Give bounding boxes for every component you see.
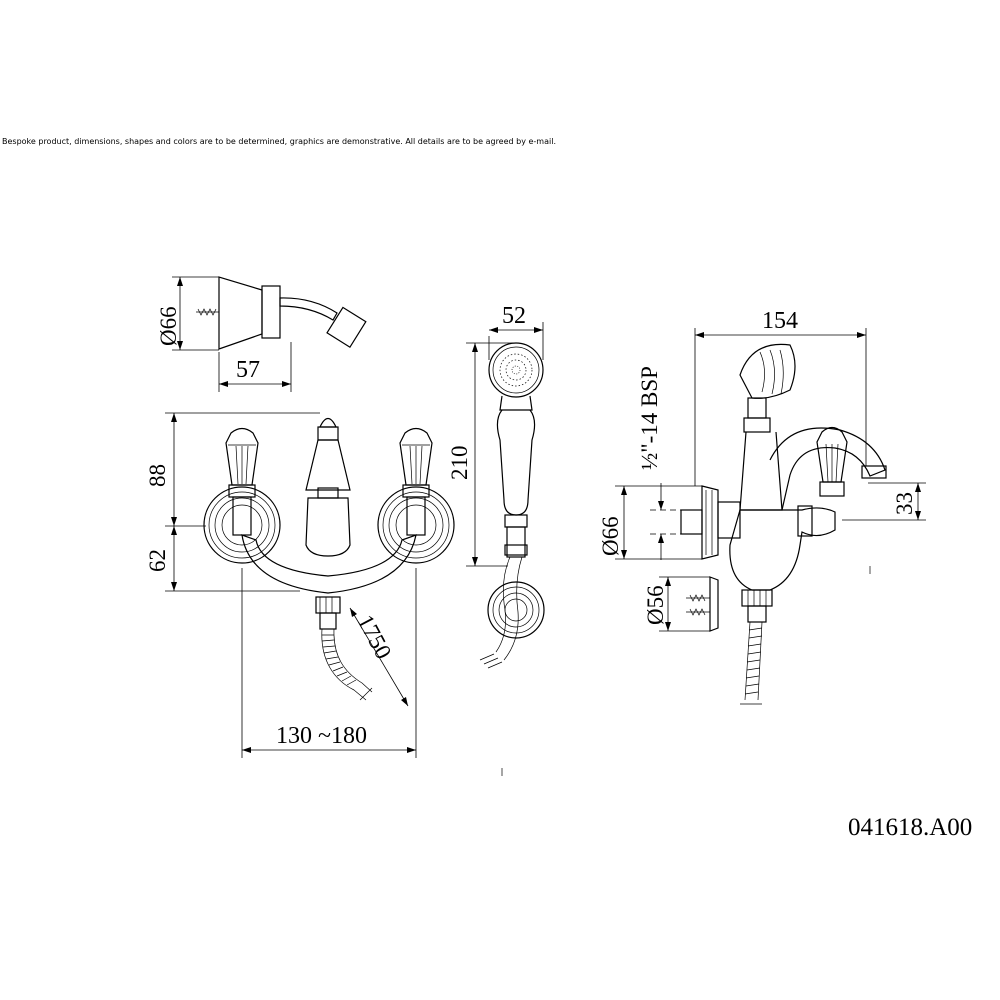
bracket-depth-dimension: 57 (218, 342, 292, 392)
side-depth-dimension: 154 (694, 308, 867, 486)
hand-shower-drawing (479, 342, 545, 669)
bracket-diameter-label: Ø66 (156, 306, 181, 346)
disclaimer-text: Bespoke product, dimensions, shapes and … (2, 137, 556, 146)
shower-head-width-label: 52 (502, 303, 526, 329)
wall-flange-diameter-label: Ø56 (643, 585, 668, 625)
bracket-depth-label: 57 (236, 357, 260, 383)
side-flange-diameter-dimension: Ø66 (598, 485, 702, 560)
bracket-diameter-dimension: Ø66 (156, 276, 219, 351)
shower-length-dimension: 210 (447, 342, 514, 567)
product-code: 041618.A00 (848, 814, 973, 841)
side-depth-label: 154 (762, 308, 798, 334)
side-flange-diameter-label: Ø66 (598, 516, 623, 556)
center-distance-dimension: 130 ~180 (241, 568, 417, 758)
thread-label: ½"-14 BSP (637, 366, 662, 470)
spout-height-label: 33 (892, 492, 917, 515)
handle-height-label: 88 (145, 464, 170, 487)
hose-length-dimension: 1750 (349, 607, 409, 707)
body-height-dimension: 62 (145, 525, 300, 592)
center-distance-label: 130 ~180 (276, 723, 367, 749)
mixer-front-view (203, 417, 455, 701)
mixer-side-view (680, 343, 887, 705)
spout-height-dimension: 33 (842, 482, 926, 521)
wall-flange-diameter-dimension: Ø56 (643, 576, 710, 632)
body-height-label: 62 (145, 549, 170, 572)
thread-dimension: ½"-14 BSP (637, 366, 681, 560)
hose-length-label: 1750 (353, 611, 397, 663)
shower-bracket-drawing (196, 276, 367, 350)
shower-head-width-dimension: 52 (488, 303, 544, 360)
shower-length-label: 210 (447, 446, 472, 481)
handle-height-dimension: 88 (145, 412, 320, 526)
